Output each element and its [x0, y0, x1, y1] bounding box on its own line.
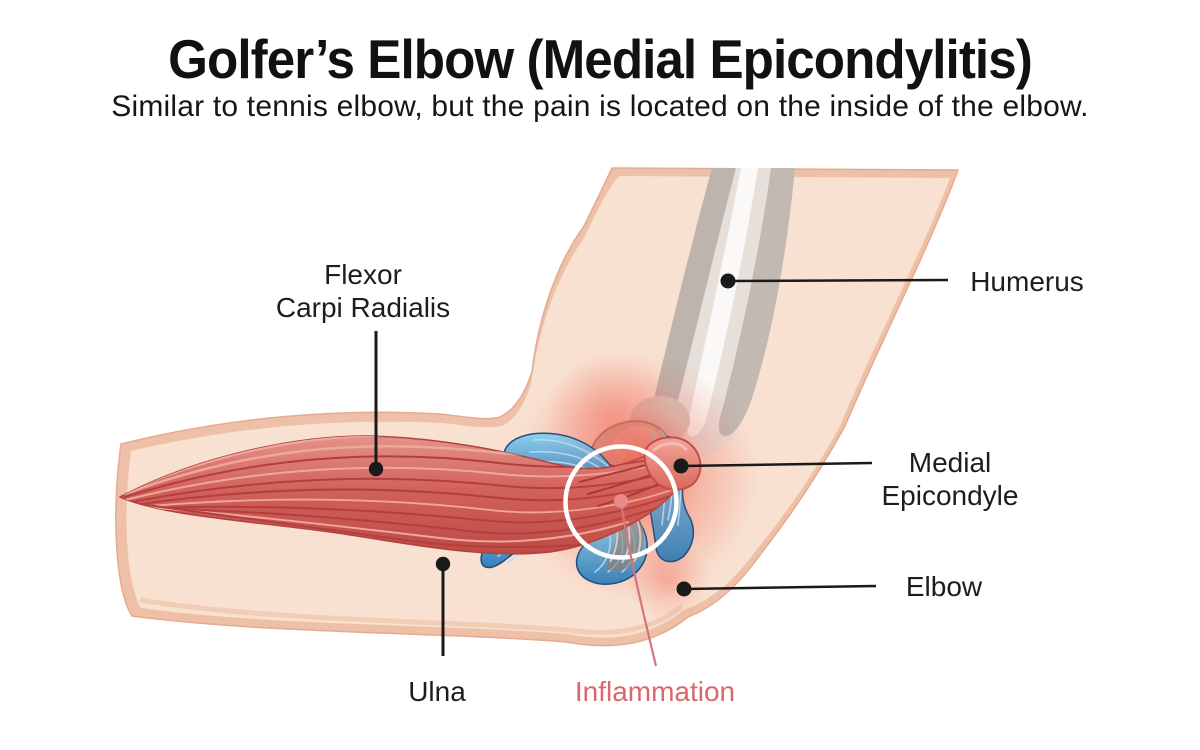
label-medial-epicondyle: Medial Epicondyle	[820, 446, 1080, 512]
label-flexor-carpi-radialis: Flexor Carpi Radialis	[213, 258, 513, 324]
medial-epicondyle-leader	[673, 458, 873, 474]
label-inflammation: Inflammation	[574, 676, 736, 707]
label-humerus: Humerus	[970, 266, 1084, 297]
label-medial-line1: Medial	[908, 447, 992, 478]
flexor-leader	[368, 331, 384, 477]
humerus-leader	[720, 273, 949, 289]
label-elbow: Elbow	[905, 571, 983, 602]
glow-overlay	[528, 370, 748, 590]
leader-lines	[368, 273, 949, 656]
bone-right-edge	[718, 168, 795, 437]
bone-highlight	[687, 168, 758, 437]
inflammation-dot	[614, 494, 628, 508]
label-ulna: Ulna	[408, 676, 466, 707]
ulna-leader	[435, 556, 451, 656]
highlight-circle	[563, 444, 679, 560]
inflammation-pointer	[614, 494, 658, 667]
page-title: Golfer’s Elbow (Medial Epicondylitis)	[168, 28, 1033, 90]
label-flexor-line1: Flexor	[324, 259, 402, 290]
arm-bottom-shadow	[139, 597, 684, 635]
page-subtitle: Similar to tennis elbow, but the pain is…	[111, 90, 1089, 123]
elbow-leader	[676, 581, 877, 597]
label-medial-line2: Epicondyle	[881, 480, 1019, 511]
label-flexor-line2: Carpi Radialis	[275, 292, 451, 323]
